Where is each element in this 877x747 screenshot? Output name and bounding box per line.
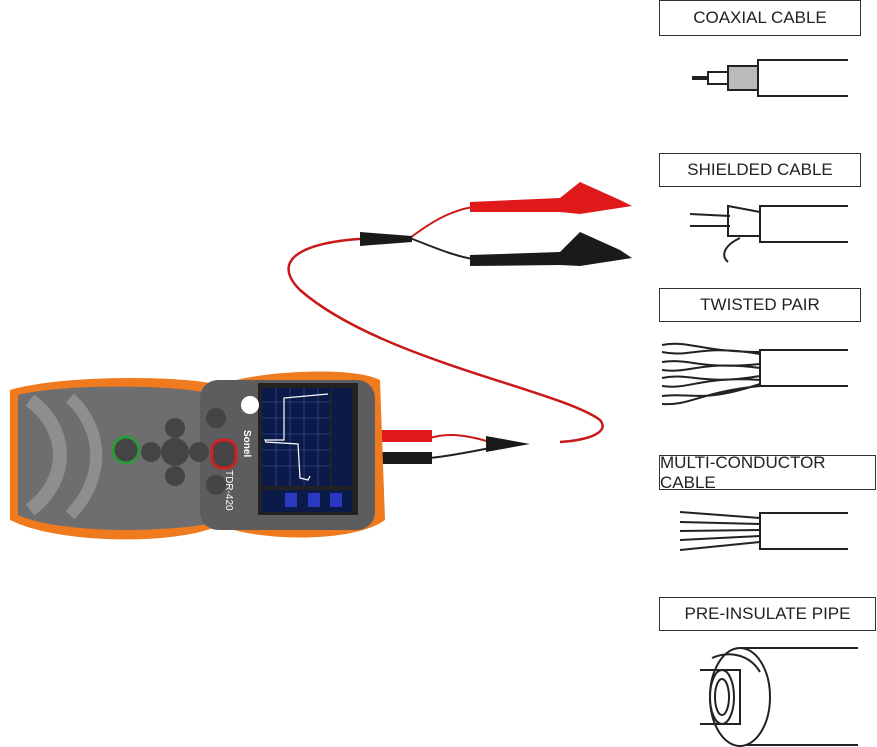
lead-junction — [486, 436, 530, 452]
enter-button — [210, 438, 238, 470]
label-coaxial-cable: COAXIAL CABLE — [659, 0, 861, 36]
device-brand: Sonel — [241, 430, 252, 457]
sonel-logo — [241, 396, 259, 414]
label-shielded-cable: SHIELDED CABLE — [659, 153, 861, 187]
waveform-trace — [264, 393, 329, 481]
red-plug — [380, 430, 432, 442]
tdr-device: Sonel TDR-420 — [10, 371, 385, 540]
shielded-cable-icon — [689, 204, 848, 263]
device-screen — [262, 388, 330, 486]
label-pre-insulate-pipe: PRE-INSULATE PIPE — [659, 597, 876, 631]
pre-insulated-pipe-icon — [700, 647, 858, 747]
label-twisted-pair: TWISTED PAIR — [659, 288, 861, 322]
lead-splitter — [360, 232, 412, 246]
label-multi-conductor-cable: MULTI-CONDUCTOR CABLE — [659, 453, 876, 492]
dpad-center — [161, 438, 189, 466]
coaxial-cable-icon — [692, 59, 848, 97]
red-alligator-clip — [470, 182, 632, 214]
black-alligator-clip — [470, 232, 632, 266]
test-leads — [287, 182, 632, 464]
multi-conductor-cable-icon — [679, 511, 848, 551]
power-button — [111, 435, 141, 465]
black-plug — [380, 452, 432, 464]
twisted-pair-icon — [661, 342, 848, 406]
device-model: TDR-420 — [223, 470, 234, 511]
